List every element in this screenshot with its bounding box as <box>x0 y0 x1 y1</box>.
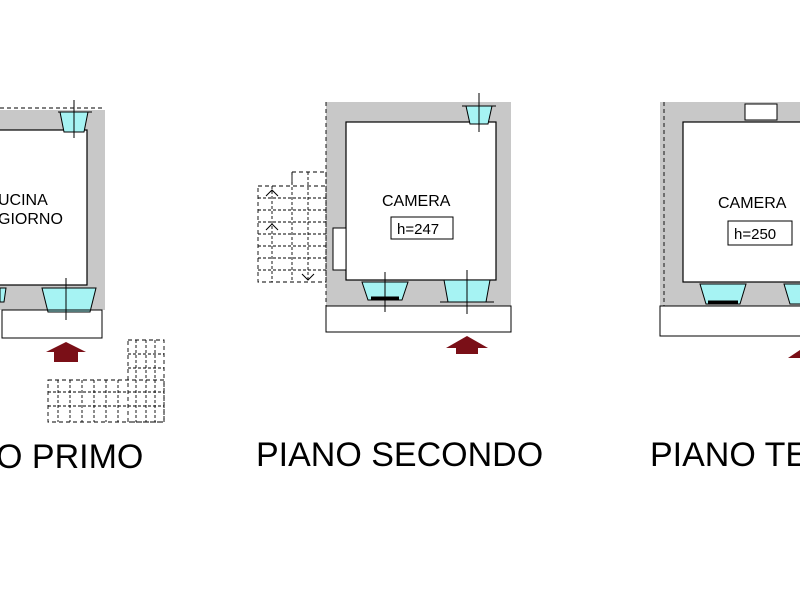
primo-entrance-arrow <box>46 342 86 362</box>
terzo-height-box <box>727 220 793 246</box>
primo-room-label-2: GIORNO <box>0 211 63 228</box>
terzo-window-bottom-left <box>699 283 747 305</box>
primo-window-bottom <box>41 287 97 313</box>
terzo-room <box>682 121 800 283</box>
primo-room-label-1: UCINA <box>0 192 48 209</box>
secondo-balcony <box>325 305 512 333</box>
primo-floor-title: O PRIMO <box>0 438 143 476</box>
primo-room <box>0 129 88 286</box>
terzo-floor-title: PIANO TE <box>650 436 800 474</box>
plan-piano-secondo: CAMERA h=247 PIANO SECONDO <box>256 93 543 474</box>
secondo-room <box>345 121 497 281</box>
secondo-floor-title: PIANO SECONDO <box>256 436 543 474</box>
plan-piano-primo: UCINA GIORNO O PRIMO <box>0 100 165 476</box>
secondo-door <box>332 227 347 271</box>
secondo-entrance-arrow <box>446 336 488 354</box>
terzo-balcony <box>659 305 800 337</box>
plan-piano-terzo: CAMERA h=250 PIANO TE <box>650 102 800 474</box>
terzo-window-bottom-right <box>783 283 800 305</box>
terzo-entrance-arrow <box>788 350 800 358</box>
secondo-height-box <box>390 216 454 240</box>
secondo-stair <box>257 171 327 283</box>
terzo-top-opening <box>744 103 778 121</box>
secondo-height-label: h=247 <box>397 221 439 238</box>
primo-stair <box>47 339 165 423</box>
primo-balcony <box>1 309 103 339</box>
secondo-room-label: CAMERA <box>382 193 451 210</box>
terzo-room-label: CAMERA <box>718 195 787 212</box>
terzo-height-label: h=250 <box>734 226 776 243</box>
primo-window-left <box>0 287 7 303</box>
